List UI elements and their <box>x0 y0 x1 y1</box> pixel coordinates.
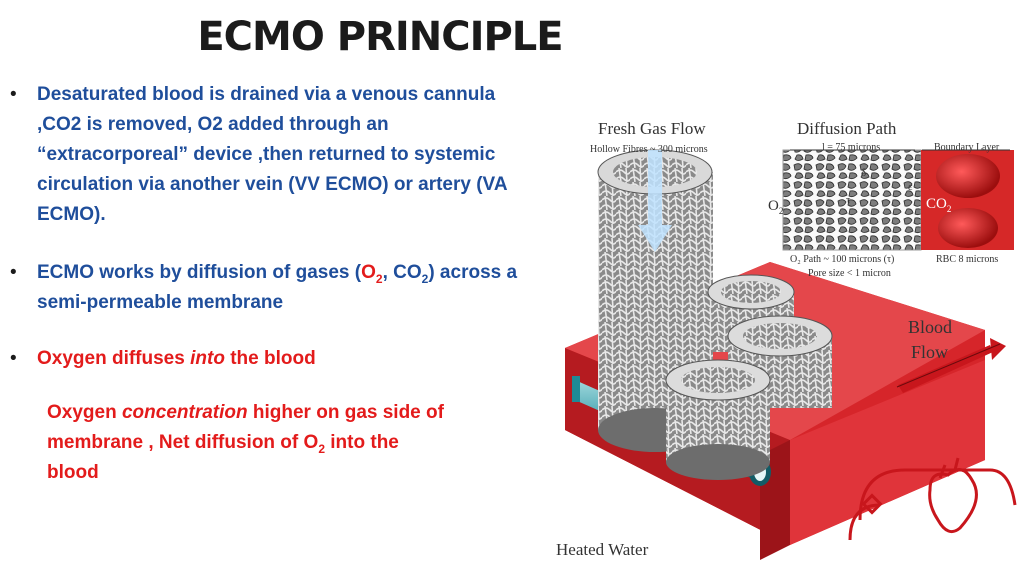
heart-circuit-icon <box>848 457 1017 541</box>
heated-water-label: Heated Water <box>556 540 649 559</box>
pore-size-label: Pore size < 1 micron <box>808 268 891 279</box>
slide-title: ECMO PRINCIPLE <box>197 14 563 60</box>
emphasis-into: into <box>190 348 225 369</box>
bullet-list: • Desaturated blood is drained via a ven… <box>10 80 530 374</box>
bullet-text-before: Oxygen diffuses <box>37 348 191 369</box>
rbc-label: RBC 8 microns <box>936 254 998 265</box>
bullet-dot: • <box>10 262 17 283</box>
co2-inset-label: CO2 <box>926 196 951 214</box>
o2-inset-label: O2 <box>768 198 783 216</box>
delta-symbol: δ <box>861 167 866 179</box>
boundary-layer-label: Boundary Layer <box>934 142 1000 153</box>
blood-label: Blood <box>908 317 952 337</box>
bullet-text-after: the blood <box>224 348 316 369</box>
detail-line-2: membrane , Net diffusion of O2 into the <box>47 432 399 456</box>
bullet-dot: • <box>10 84 17 105</box>
oxygenator-diagram: Fresh Gas Flow Hollow Fibres ~ 300 micro… <box>556 119 1017 560</box>
oxygen-detail-text: Oxygen concentration higher on gas side … <box>47 398 527 488</box>
detail-line-1: Oxygen concentration higher on gas side … <box>47 402 444 423</box>
bullet-ecmo-description: • Desaturated blood is drained via a ven… <box>10 80 530 230</box>
bullet-text-after: ) across a semi-permeable membrane <box>37 262 518 313</box>
hollow-fibres-label: Hollow Fibres ~ 300 microns <box>590 144 708 155</box>
separator: , <box>382 262 394 283</box>
bullet-text-before: ECMO works by diffusion of gases ( <box>37 262 362 283</box>
l-value-label: l = 75 microns <box>822 142 880 153</box>
bullet-diffusion: • ECMO works by diffusion of gases (O2, … <box>10 258 530 318</box>
diffusion-path-inset <box>782 149 1014 251</box>
blood-flow-arrow <box>896 338 1006 393</box>
epsilon-symbol: ε <box>908 181 913 193</box>
diffusion-path-label: Diffusion Path <box>797 119 897 138</box>
flow-label: Flow <box>911 342 948 362</box>
bullet-text: Desaturated blood is drained via a venou… <box>37 84 507 225</box>
short-fibre-bundles <box>665 274 833 480</box>
fresh-gas-flow-label: Fresh Gas Flow <box>598 119 706 138</box>
bullet-oxygen-diffuses: • Oxygen diffuses into the blood <box>10 344 530 374</box>
o2-path-label: O₂ Path ~ 100 microns (τ) <box>790 254 894 265</box>
tau-symbol: τ <box>846 194 851 206</box>
detail-line-3: blood <box>47 462 99 483</box>
gas-flow-arrow <box>638 150 672 252</box>
co2-symbol: CO2 <box>393 262 429 286</box>
o2-symbol: O2 <box>361 262 383 286</box>
bullet-dot: • <box>10 348 17 369</box>
